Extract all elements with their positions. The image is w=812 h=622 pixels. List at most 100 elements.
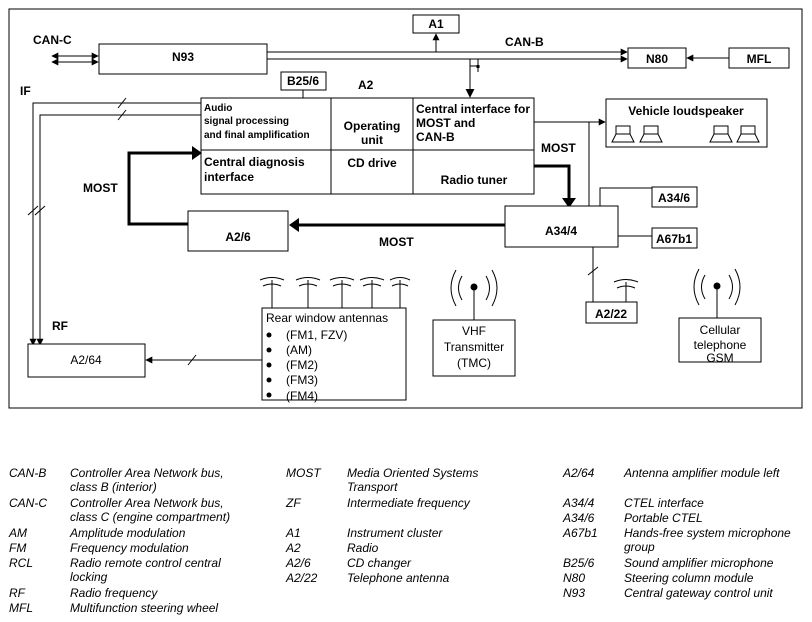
vhf-line3: (TMC) <box>457 356 491 370</box>
legend-abbr: A34/4 <box>563 496 595 510</box>
legend-desc: Controller Area Network bus, class C (en… <box>70 496 231 524</box>
legend-desc: Sound amplifier microphone <box>624 556 774 570</box>
a2-6-box <box>187 210 289 252</box>
legend-desc: Hands-free system microphone group <box>624 526 791 554</box>
if-label: IF <box>20 84 31 98</box>
legend-desc: Central gateway control unit <box>624 586 773 600</box>
diagram-frame <box>8 8 803 409</box>
legend-abbr: MOST <box>286 466 321 480</box>
a1-box <box>412 14 460 34</box>
rear-antennas-title: Rear window antennas <box>266 311 388 325</box>
a2-6-label: A2/6 <box>225 230 251 244</box>
legend-abbr: N80 <box>563 571 586 585</box>
can-c-bus <box>51 52 99 66</box>
legend-abbr: CAN-C <box>9 496 47 510</box>
a2-64-label: A2/64 <box>70 353 102 367</box>
can-b-bus <box>267 33 628 98</box>
legend-abbr: A34/6 <box>563 511 595 525</box>
b25-6-label: B25/6 <box>287 74 319 88</box>
a1-label: A1 <box>428 17 444 31</box>
legend-abbr: A2/64 <box>563 466 595 480</box>
a67b1-box <box>651 227 698 249</box>
most-right-label: MOST <box>541 141 576 155</box>
legend-abbr: A2/6 <box>286 556 311 570</box>
a2-radio-unit <box>200 97 535 195</box>
legend-desc: Radio <box>347 541 379 555</box>
if-line <box>29 102 201 346</box>
a34-4-label: A34/4 <box>545 224 577 238</box>
telephone-antenna-icon <box>613 279 639 302</box>
n93-box <box>98 43 268 75</box>
legend-desc: Media Oriented Systems Transport <box>347 466 479 494</box>
rear-item-2: (FM2) <box>286 358 318 372</box>
a2-radio-label: Radio tuner <box>441 173 508 187</box>
legend-desc: Controller Area Network bus, class B (in… <box>70 466 224 494</box>
cellular-line2: telephone <box>694 338 747 352</box>
rear-item-3: (FM3) <box>286 373 318 387</box>
legend-abbr: A2 <box>286 541 301 555</box>
a34-6-box <box>651 186 698 208</box>
rf-line <box>36 114 201 346</box>
a2-audio-line1: Audio <box>204 103 232 114</box>
a2-64-box <box>27 343 146 378</box>
legend-desc: CTEL interface <box>624 496 704 510</box>
rear-item-4: (FM4) <box>286 389 318 403</box>
most-left-label: MOST <box>83 181 118 195</box>
vhf-antenna-icon <box>450 269 498 320</box>
can-c-label: CAN-C <box>33 33 72 47</box>
rear-item-0: (FM1, FZV) <box>286 328 347 342</box>
legend-abbr: B25/6 <box>563 556 595 570</box>
a2-label: A2 <box>358 78 374 92</box>
rear-item-1: (AM) <box>286 343 312 357</box>
a2-cd-label: CD drive <box>347 156 397 170</box>
legend-desc: Radio remote control central locking <box>70 556 221 584</box>
legend-desc: Antenna amplifier module left <box>624 466 780 480</box>
mfl-label: MFL <box>747 52 772 66</box>
n80-box <box>627 47 687 69</box>
a34-4-box <box>504 205 619 248</box>
can-b-label: CAN-B <box>505 35 544 49</box>
vhf-line2: Transmitter <box>444 340 504 354</box>
a2-operating-line2: unit <box>361 133 383 147</box>
legend-desc: Frequency modulation <box>70 541 189 555</box>
cellular-line1: Cellular <box>700 323 741 337</box>
a2-22-label: A2/22 <box>595 307 627 321</box>
legend-abbr: CAN-B <box>9 466 47 480</box>
rear-antenna-icon <box>259 277 411 308</box>
a34-6-label: A34/6 <box>658 191 690 205</box>
a67b1-label: A67b1 <box>656 232 692 246</box>
legend-desc: CD changer <box>347 556 412 570</box>
vhf-line1: VHF <box>462 324 486 338</box>
system-diagram: CAN-C N93 A1 CAN-B N80 MFL B25/6 A2 Audi… <box>8 8 803 409</box>
legend-abbr: N93 <box>563 586 586 600</box>
legend-abbr: ZF <box>286 496 301 510</box>
legend-desc: Multifunction steering wheel <box>70 601 219 615</box>
a2-central-line1: Central interface for <box>416 102 530 116</box>
legend-abbr: MFL <box>9 601 33 615</box>
legend-desc: Portable CTEL <box>624 511 703 525</box>
legend-abbr: RCL <box>9 556 34 570</box>
n93-label: N93 <box>172 50 194 64</box>
legend-desc: Radio frequency <box>70 586 158 600</box>
legend-desc: Intermediate frequency <box>347 496 470 510</box>
loudspeaker-label: Vehicle loudspeaker <box>628 104 744 118</box>
a2-central-line2: MOST and <box>416 116 475 130</box>
legend-desc: Steering column module <box>624 571 754 585</box>
rf-label: RF <box>52 319 68 333</box>
most-a2-to-a34-4 <box>534 164 571 200</box>
cellular-antenna-icon <box>693 268 741 318</box>
a2-diag-line2: interface <box>204 170 254 184</box>
legend-abbr: A2/22 <box>286 571 318 585</box>
a2-audio-line2: signal processing <box>204 116 289 127</box>
legend-abbr: RF <box>9 586 25 600</box>
legend-abbr: AM <box>9 526 27 540</box>
legend-desc: Telephone antenna <box>347 571 450 585</box>
a2-audio-line3: and final amplification <box>204 130 310 141</box>
speaker-icon <box>611 125 760 143</box>
most-bottom-label: MOST <box>379 235 414 249</box>
legend-desc: Instrument cluster <box>347 526 443 540</box>
legend-abbr: A67b1 <box>563 526 598 540</box>
a2-diag-line1: Central diagnosis <box>204 155 305 169</box>
rear-antennas-box <box>261 307 407 401</box>
legend-desc: Amplitude modulation <box>70 526 186 540</box>
